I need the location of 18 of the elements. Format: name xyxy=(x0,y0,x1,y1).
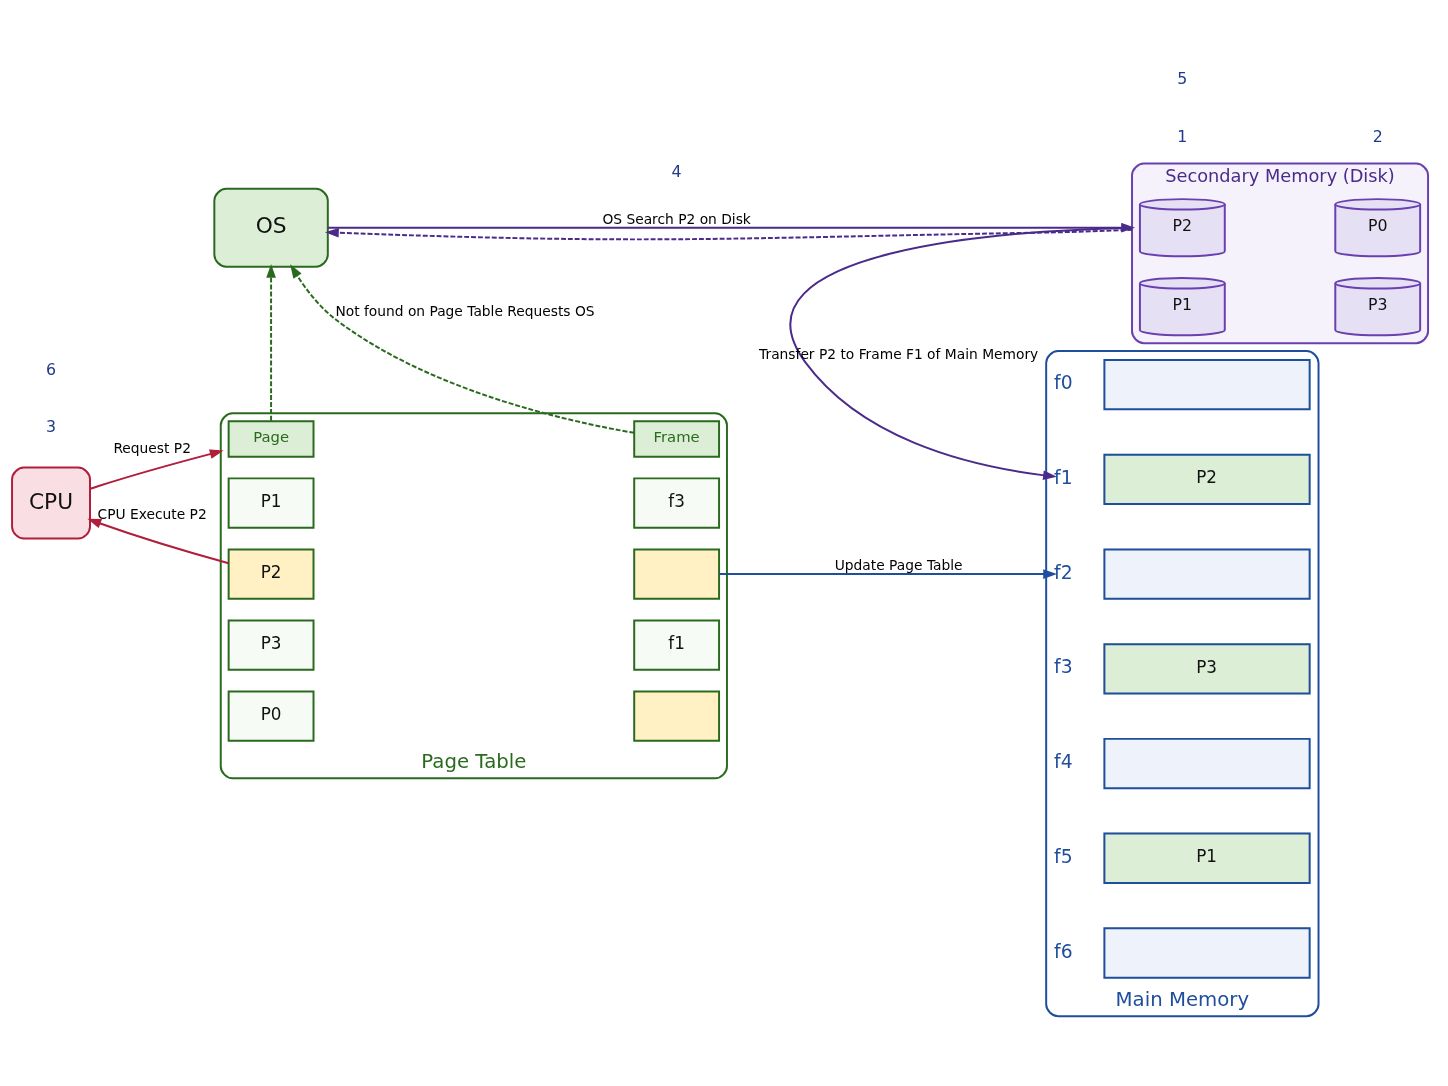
node-label: f6 xyxy=(1054,940,1073,962)
label: 3 xyxy=(46,416,57,436)
edge-label: Update Page Table xyxy=(834,556,963,573)
label: 5 xyxy=(1177,68,1188,88)
node-label: f2 xyxy=(1054,561,1073,583)
edge-label: CPU Execute P2 xyxy=(97,505,207,522)
label: 2 xyxy=(1372,126,1383,146)
label: 1 xyxy=(1177,126,1188,146)
label: 6 xyxy=(46,359,57,379)
node-label: f4 xyxy=(1054,750,1073,772)
node-label: f0 xyxy=(1054,371,1073,393)
edge-label: Request P2 xyxy=(113,439,191,456)
edge-label: OS Search P2 on Disk xyxy=(602,210,751,227)
label: 4 xyxy=(671,161,682,181)
node-label: f3 xyxy=(1054,655,1073,677)
node-label: f1 xyxy=(1054,466,1073,488)
node-label: f5 xyxy=(1054,845,1073,867)
edge-label: Not found on Page Table Requests OS xyxy=(335,302,595,319)
